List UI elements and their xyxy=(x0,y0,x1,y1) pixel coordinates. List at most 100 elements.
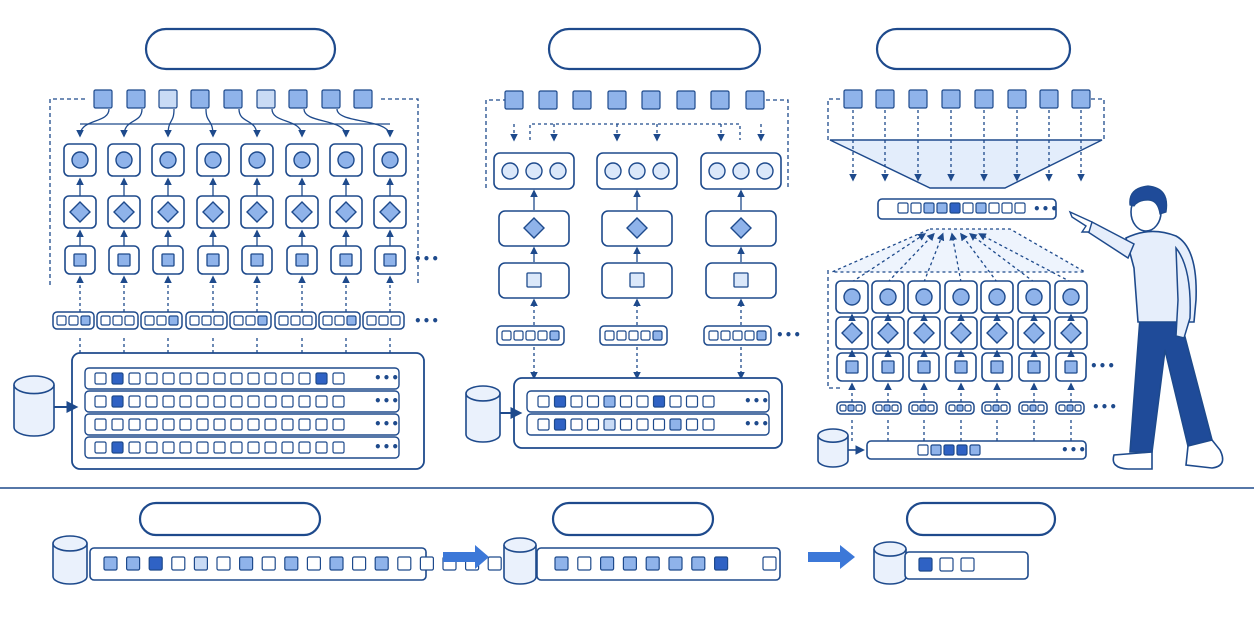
attention-arrow xyxy=(205,108,217,138)
memory-token xyxy=(332,418,345,431)
token-square xyxy=(984,404,992,412)
token-square xyxy=(124,315,135,326)
sequence-token xyxy=(125,556,141,571)
memory-token xyxy=(669,395,682,408)
ellipsis-dots: ••• xyxy=(374,440,400,454)
memory-token xyxy=(179,441,192,454)
token-square xyxy=(1058,404,1066,412)
memory-token xyxy=(128,418,141,431)
database-body xyxy=(873,549,907,585)
compressed-token xyxy=(949,202,961,214)
input-token xyxy=(321,89,341,109)
memory-token xyxy=(636,418,649,431)
circle-node-icon xyxy=(1062,288,1080,306)
arrow-right-icon xyxy=(808,545,855,569)
diamond-node-icon xyxy=(841,322,863,344)
token-square xyxy=(112,315,123,326)
memory-token xyxy=(917,444,929,456)
token-square xyxy=(378,315,389,326)
token-square xyxy=(1029,404,1037,412)
memory-token xyxy=(702,395,715,408)
memory-token xyxy=(111,441,124,454)
sequence-token xyxy=(577,556,592,571)
panel-title-middle xyxy=(547,27,762,71)
bracket-right xyxy=(766,99,789,188)
token-square xyxy=(302,315,313,326)
memory-token xyxy=(162,441,175,454)
token-square xyxy=(875,404,883,412)
step-title-1 xyxy=(138,501,322,537)
memory-token xyxy=(230,395,243,408)
token-square xyxy=(501,330,512,341)
input-token xyxy=(1071,89,1091,109)
sequence-token xyxy=(918,557,933,572)
memory-token xyxy=(162,395,175,408)
input-token xyxy=(1007,89,1027,109)
memory-token xyxy=(111,372,124,385)
diamond-node-icon xyxy=(379,201,401,223)
token-square xyxy=(956,404,964,412)
diamond-node-icon xyxy=(523,217,545,239)
database-body xyxy=(503,545,537,585)
database-body xyxy=(817,435,849,468)
diamond-node-icon xyxy=(291,201,313,223)
diamond-node-icon xyxy=(69,201,91,223)
square-node-icon xyxy=(206,253,220,267)
ellipsis-dots: ••• xyxy=(1061,443,1087,457)
memory-token xyxy=(128,395,141,408)
token-square xyxy=(756,330,767,341)
database-top xyxy=(503,537,537,553)
memory-token xyxy=(264,418,277,431)
compressed-token xyxy=(923,202,935,214)
circle-node-icon xyxy=(248,151,266,169)
sequence-token xyxy=(216,556,231,571)
circle-node-icon xyxy=(71,151,89,169)
input-token xyxy=(538,90,558,110)
input-token xyxy=(126,89,146,109)
circle-node-icon xyxy=(293,151,311,169)
circle-node-icon xyxy=(549,162,567,180)
input-token xyxy=(908,89,928,109)
memory-token xyxy=(553,418,567,431)
memory-token xyxy=(669,418,682,431)
token-square xyxy=(290,315,301,326)
sequence-token xyxy=(103,556,118,571)
person-arm-pointing xyxy=(1087,220,1135,260)
memory-token xyxy=(213,441,226,454)
square-node-icon xyxy=(990,360,1004,374)
sequence-token xyxy=(329,556,344,571)
dashed-up-arrow xyxy=(887,232,935,283)
attention-arrow xyxy=(303,108,350,138)
memory-token xyxy=(298,418,311,431)
database-icon xyxy=(503,537,537,585)
square-node-icon xyxy=(526,272,542,288)
memory-token xyxy=(315,418,328,431)
circle-node-icon xyxy=(525,162,543,180)
token-square xyxy=(334,315,345,326)
input-token xyxy=(504,90,524,110)
memory-token xyxy=(247,418,260,431)
memory-token xyxy=(298,372,311,385)
bracket-left xyxy=(49,98,85,285)
sequence-token xyxy=(148,556,163,571)
token-square xyxy=(948,404,956,412)
token-square xyxy=(847,404,855,412)
memory-token xyxy=(264,372,277,385)
person-hand xyxy=(1068,210,1093,233)
memory-token xyxy=(213,395,226,408)
memory-token xyxy=(586,395,600,408)
person-hair xyxy=(1129,185,1168,215)
token-square xyxy=(911,404,919,412)
memory-token xyxy=(111,395,124,408)
retrieval-funnel xyxy=(831,228,1088,273)
memory-token xyxy=(94,441,107,454)
memory-token xyxy=(537,418,550,431)
memory-token xyxy=(281,441,294,454)
memory-token xyxy=(603,395,616,408)
token-square xyxy=(80,315,91,326)
memory-token xyxy=(94,372,107,385)
memory-token xyxy=(179,418,192,431)
memory-token xyxy=(94,395,107,408)
token-square xyxy=(233,315,244,326)
token-square xyxy=(720,330,731,341)
